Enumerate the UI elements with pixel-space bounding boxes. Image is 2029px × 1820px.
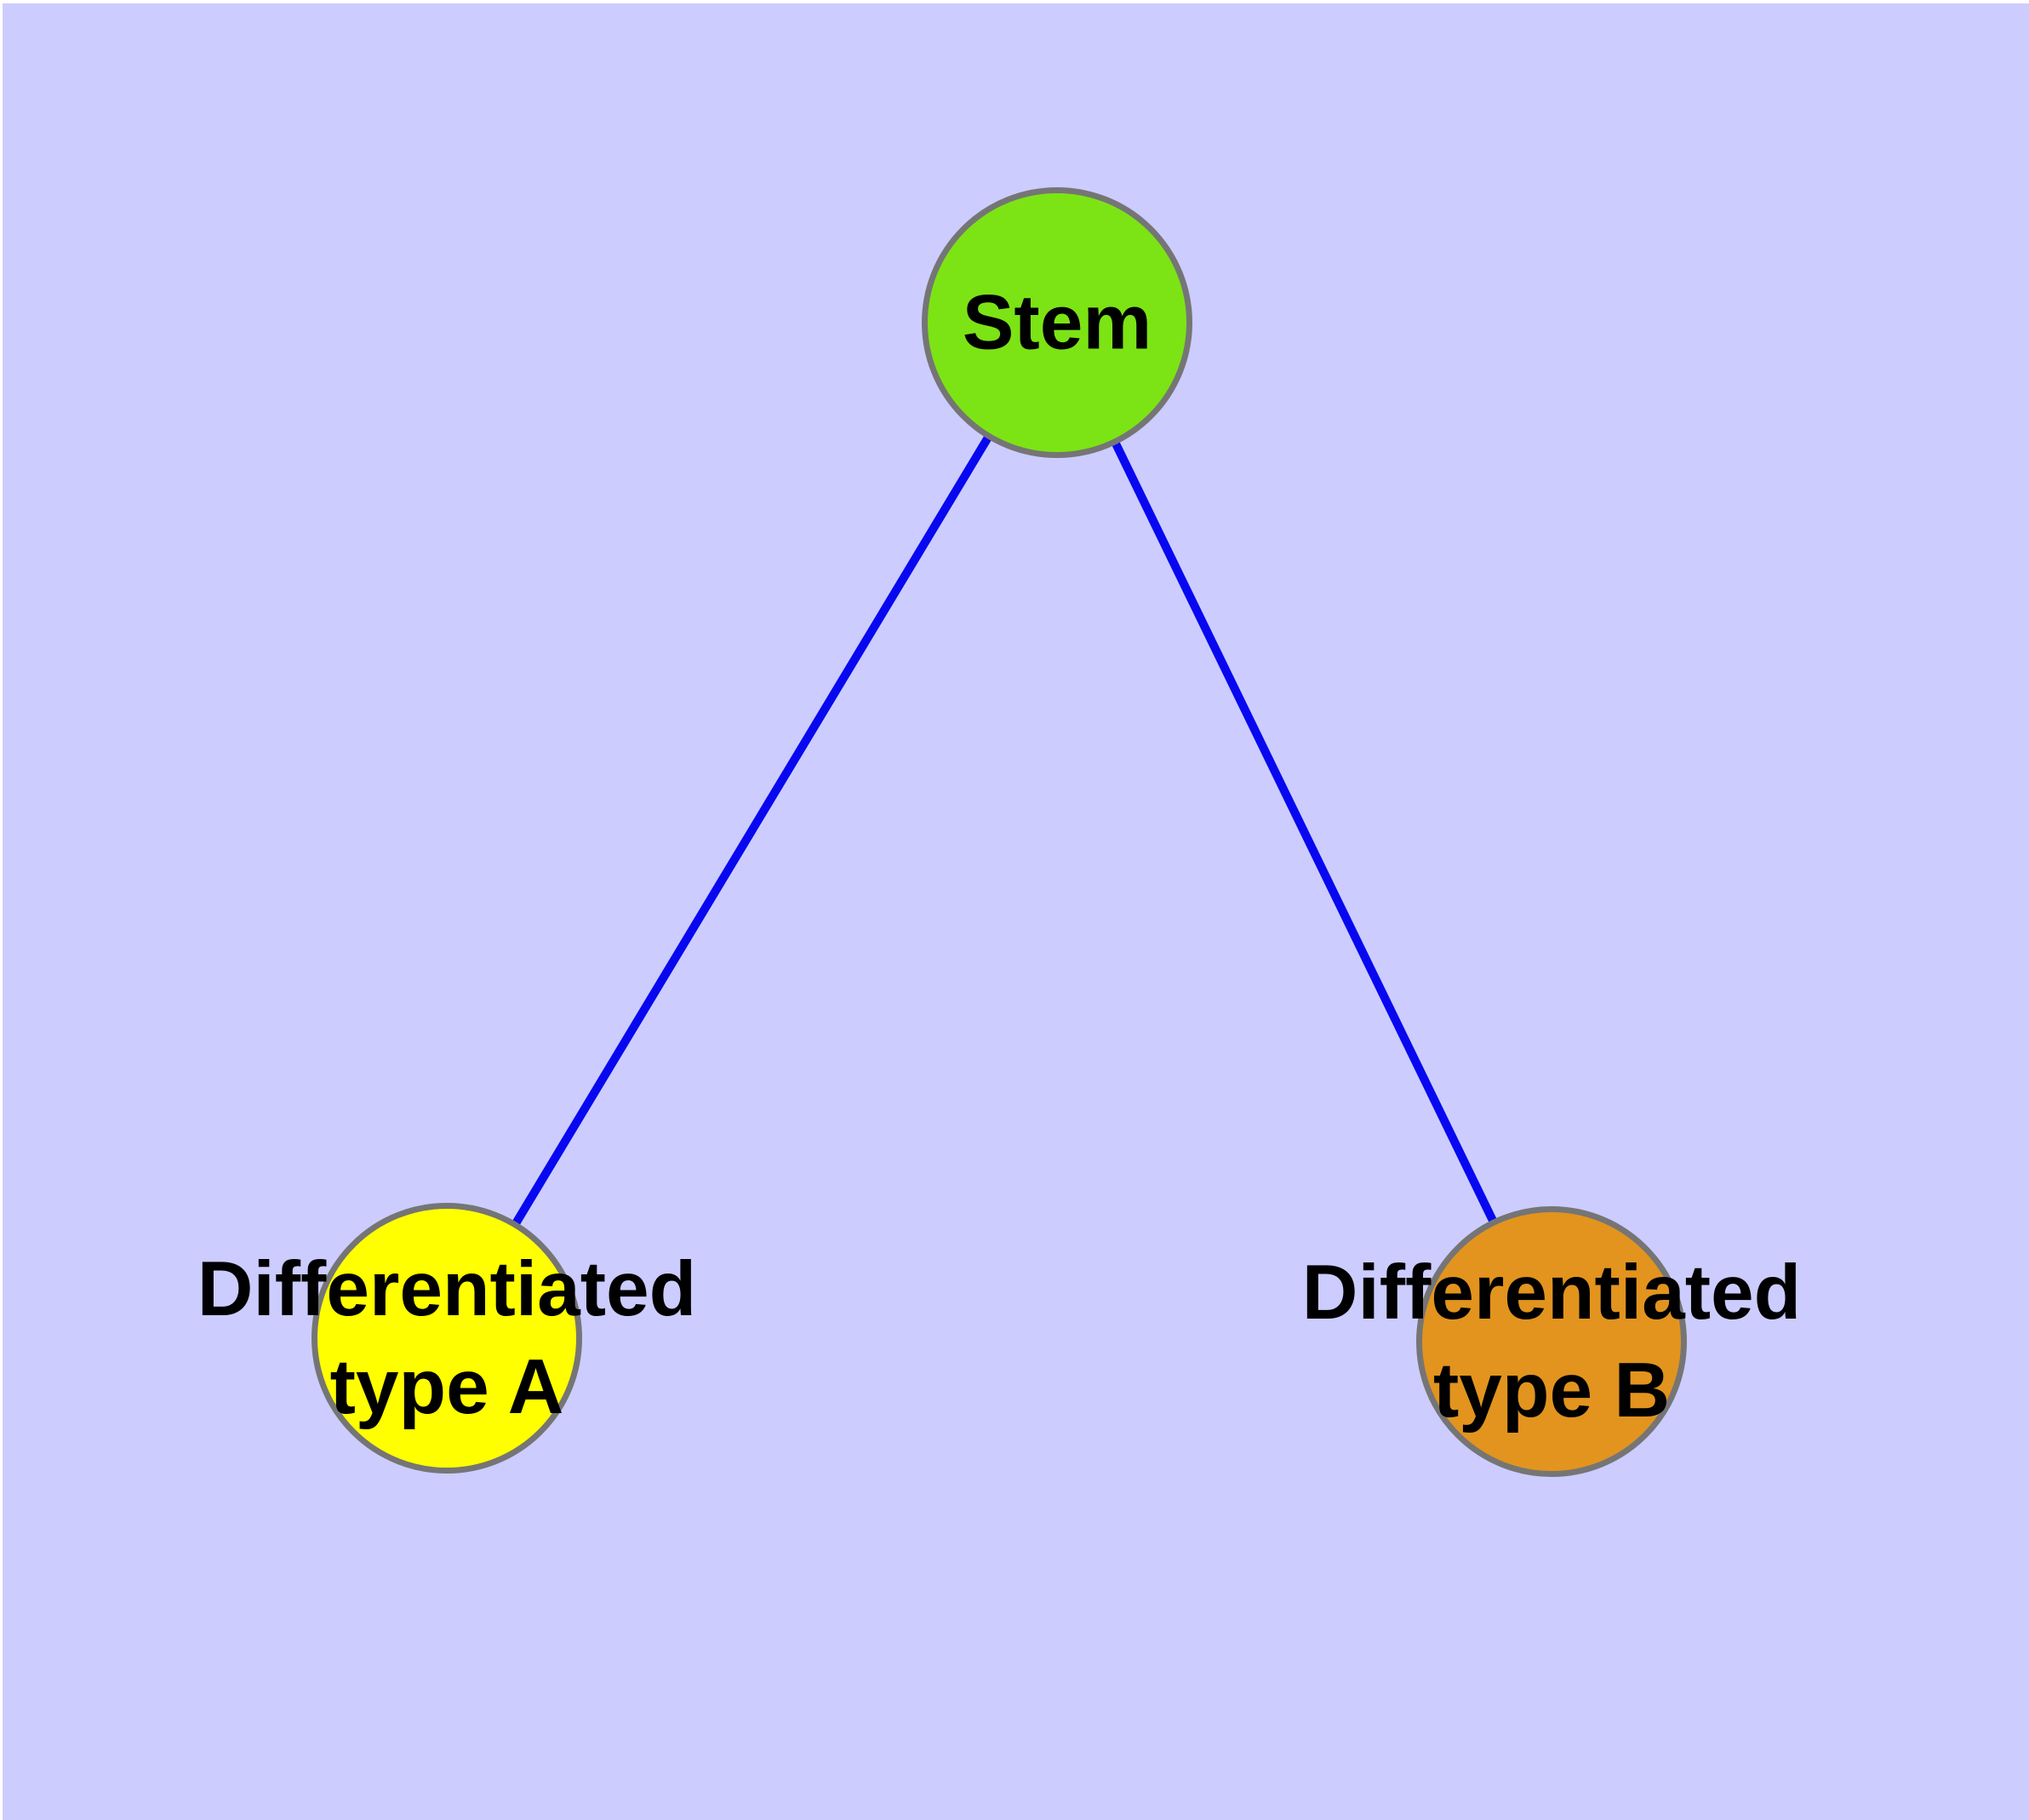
edge-stem-to-type-b [1053, 320, 1556, 1344]
edge-layer [443, 320, 1556, 1344]
node-type-b-label-line-2: type B [1432, 1348, 1671, 1434]
node-type-a-circle [311, 1203, 582, 1474]
edge-stem-to-type-a [443, 320, 1061, 1341]
node-type-b-label-line-1: Differentiated [1301, 1250, 1802, 1336]
node-type-a-label-line-2: type A [329, 1344, 564, 1430]
node-type-b-circle [1416, 1206, 1687, 1477]
node-stem-circle [922, 187, 1192, 458]
node-type-a-label: Differentiated type A [197, 1240, 697, 1436]
node-stem-label-line: Stem [962, 279, 1152, 366]
node-stem-label: Stem [963, 274, 1152, 372]
node-type-b-label: Differentiated type B [1302, 1244, 1802, 1439]
node-type-a-label-line-1: Differentiated [197, 1246, 697, 1332]
